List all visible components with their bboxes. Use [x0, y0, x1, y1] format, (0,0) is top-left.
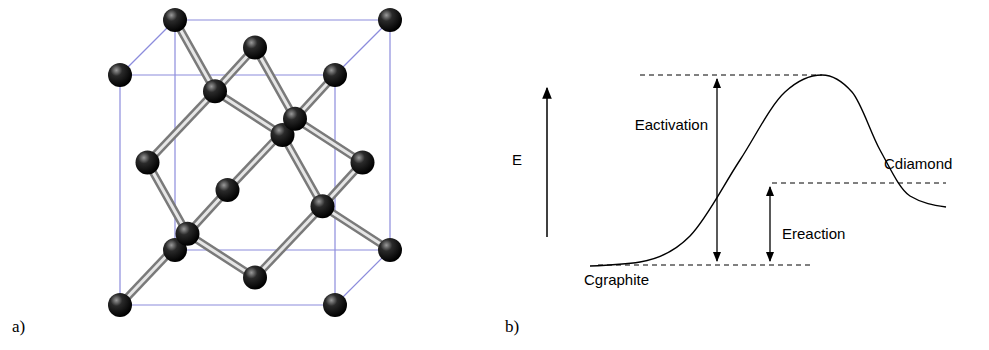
carbon-atom	[311, 194, 335, 218]
cube-edge	[389, 20, 390, 250]
carbon-atom	[323, 63, 347, 87]
carbon-atom	[176, 222, 200, 246]
reaction-arrow	[769, 187, 770, 261]
carbon-atom	[378, 8, 402, 32]
bond	[283, 135, 323, 206]
bond	[120, 234, 188, 305]
energy-axis	[546, 88, 548, 237]
dashed-level	[640, 75, 822, 76]
carbon-atom	[216, 178, 240, 202]
bond	[255, 48, 295, 119]
diagram-label: E	[512, 152, 522, 169]
activation-arrow	[716, 79, 717, 261]
bond	[295, 119, 363, 163]
carbon-atom	[283, 107, 307, 131]
carbon-atom	[323, 293, 347, 317]
panel-label: a)	[12, 318, 25, 337]
diagram-label: Cgraphite	[584, 272, 649, 289]
cube-edge	[119, 75, 120, 305]
carbon-atom	[163, 8, 187, 32]
cube-edge	[120, 304, 335, 305]
carbon-atom	[378, 238, 402, 262]
carbon-atom	[108, 293, 132, 317]
bond	[175, 20, 215, 91]
diamond-lattice	[108, 8, 402, 317]
cube-edge	[175, 19, 390, 20]
bond	[323, 206, 391, 250]
dashed-level	[598, 265, 812, 266]
bond	[148, 163, 188, 234]
carbon-atom	[351, 151, 375, 175]
bond	[215, 91, 283, 135]
diagram-label: Cdiamond	[884, 156, 952, 173]
carbon-atom	[108, 63, 132, 87]
bond	[255, 206, 323, 277]
carbon-atom	[203, 79, 227, 103]
bond	[188, 234, 256, 278]
bond	[148, 91, 216, 162]
panel-label: b)	[505, 318, 519, 337]
bond	[228, 119, 296, 190]
carbon-atom	[136, 151, 160, 175]
diagram-label: Eactivation	[635, 117, 708, 134]
dashed-level	[772, 183, 946, 184]
carbon-atom	[243, 36, 267, 60]
diagram-label: Ereaction	[782, 226, 845, 243]
carbon-atom	[243, 266, 267, 290]
